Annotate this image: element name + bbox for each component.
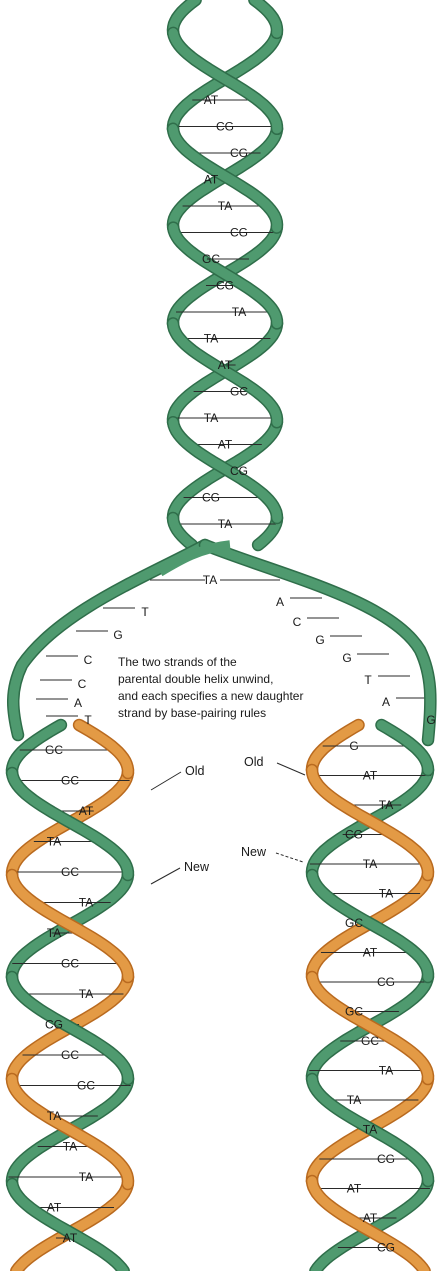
right-daughter-base-pair-label: AT	[363, 1211, 378, 1225]
left-daughter-base-pair-label: TA	[79, 1170, 93, 1184]
parent-base-pair-label: CG	[230, 226, 248, 240]
left-daughter-base-pair-label: AT	[47, 1201, 62, 1215]
left-daughter-base-pair-label: GC	[77, 1079, 95, 1093]
right-daughter-base-pair-label: TA	[379, 1064, 393, 1078]
unpaired-left-base-label: T	[84, 713, 92, 727]
right-daughter-base-pair-label: AT	[347, 1182, 362, 1196]
parent-base-pair-label: CG	[230, 146, 248, 160]
parent-base-pair-label: CG	[216, 279, 234, 293]
parent-base-pair-label: TA	[204, 411, 218, 425]
right-daughter-base-pair-label: G	[349, 739, 358, 753]
right-daughter-base-pair-label: CG	[377, 975, 395, 989]
old-left-leader-line	[151, 772, 181, 790]
right-daughter-base-pair-label: CG	[345, 828, 363, 842]
new-right-leader-line	[276, 853, 303, 862]
parent-base-pair-label: TA	[218, 199, 232, 213]
right-daughter-helix-strand-b	[312, 977, 428, 1079]
unpaired-right-base-label: T	[364, 673, 372, 687]
left-daughter-base-pair-label: TA	[47, 926, 61, 940]
right-daughter-base-pair-label: TA	[347, 1093, 361, 1107]
right-daughter-base-pair-label: AT	[363, 769, 378, 783]
left-daughter-base-pair-label: TA	[79, 896, 93, 910]
caption-line-4: strand by base-pairing rules	[118, 706, 266, 720]
unpaired-right-base-label: A	[276, 595, 284, 609]
parent-helix-strand-a	[173, 518, 192, 545]
old-strand-callout-left: Old	[151, 764, 205, 790]
unpaired-left-base-label: A	[74, 696, 82, 710]
left-daughter-base-pair-label: AT	[63, 1231, 78, 1245]
right-daughter-base-pair-label: AT	[363, 946, 378, 960]
left-daughter-base-pair-label: CG	[45, 1018, 63, 1032]
unpaired-right-base-label: G	[342, 651, 351, 665]
parent-base-pair-label: TA	[218, 517, 232, 531]
parent-base-pair-label: GC	[202, 252, 220, 266]
old-left-label: Old	[185, 764, 205, 778]
left-daughter-base-pair-label: GC	[61, 957, 79, 971]
parent-base-pair-label: CG	[230, 464, 248, 478]
parent-base-pair-label: TA	[232, 305, 246, 319]
left-daughter-base-pair-label: TA	[63, 1140, 77, 1154]
unpaired-left-base-label: C	[84, 653, 93, 667]
parent-base-pair-label: CG	[202, 491, 220, 505]
caption-line-3: and each specifies a new daughter	[118, 689, 303, 703]
old-right-leader-line	[277, 763, 305, 775]
old-strand-callout-right: Old	[244, 755, 305, 775]
unpaired-right-base-label: G	[315, 633, 324, 647]
left-daughter-helix-strand-a	[12, 977, 128, 1079]
new-strand-callout-left: New	[151, 860, 210, 884]
right-daughter-base-pair-label: GC	[345, 1005, 363, 1019]
caption-line-1: The two strands of the	[118, 655, 237, 669]
unpaired-right-base-label: A	[382, 695, 390, 709]
left-daughter-base-pair-label: GC	[61, 774, 79, 788]
caption-line-2: parental double helix unwind,	[118, 672, 273, 686]
old-right-label: Old	[244, 755, 264, 769]
left-daughter-base-pair-label: GC	[61, 1048, 79, 1062]
left-daughter-base-pair-label: TA	[47, 1109, 61, 1123]
right-daughter-base-pair-label: CG	[377, 1152, 395, 1166]
helix-strands-front	[12, 0, 430, 1271]
parent-base-pair-label: AT	[204, 173, 219, 187]
right-daughter-base-pair-label: CG	[377, 1241, 395, 1255]
unwinding-caption: The two strands of the parental double h…	[118, 655, 303, 720]
parent-base-pair-label: GC	[230, 385, 248, 399]
fork-base-pair-label: TA	[203, 573, 217, 587]
new-strand-callout-right: New	[241, 845, 303, 862]
left-daughter-helix-strand-a	[12, 773, 128, 875]
parent-base-pair-label: TA	[204, 332, 218, 346]
left-daughter-base-pair-label: GC	[61, 865, 79, 879]
right-daughter-base-pair-label: TA	[379, 887, 393, 901]
left-daughter-base-pair-label: TA	[47, 835, 61, 849]
unpaired-left-base-label: C	[78, 677, 87, 691]
unpaired-right-base-label: G	[426, 713, 435, 727]
right-daughter-base-pair-label: GC	[345, 916, 363, 930]
parent-base-pair-label: AT	[218, 358, 233, 372]
right-daughter-base-pair-label: TA	[363, 1123, 377, 1137]
right-daughter-base-pair-label: GC	[361, 1034, 379, 1048]
parent-base-pair-label: CG	[216, 120, 234, 134]
unpaired-left-base-label: G	[113, 628, 122, 642]
new-left-label: New	[184, 860, 210, 874]
left-daughter-helix-strand-b	[12, 1079, 128, 1184]
new-right-label: New	[241, 845, 267, 859]
right-daughter-base-pair-label: TA	[379, 798, 393, 812]
unpaired-left-base-label: T	[141, 605, 149, 619]
right-daughter-base-pair-label: TA	[363, 857, 377, 871]
left-daughter-base-pair-label: AT	[79, 804, 94, 818]
new-left-leader-line	[151, 868, 180, 884]
helix-strands-back	[12, 0, 428, 1271]
parent-base-pair-label: AT	[204, 93, 219, 107]
unpaired-right-base-label: C	[293, 615, 302, 629]
left-daughter-base-pair-label: TA	[79, 987, 93, 1001]
parent-base-pair-label: AT	[218, 438, 233, 452]
left-daughter-base-pair-label: GC	[45, 743, 63, 757]
